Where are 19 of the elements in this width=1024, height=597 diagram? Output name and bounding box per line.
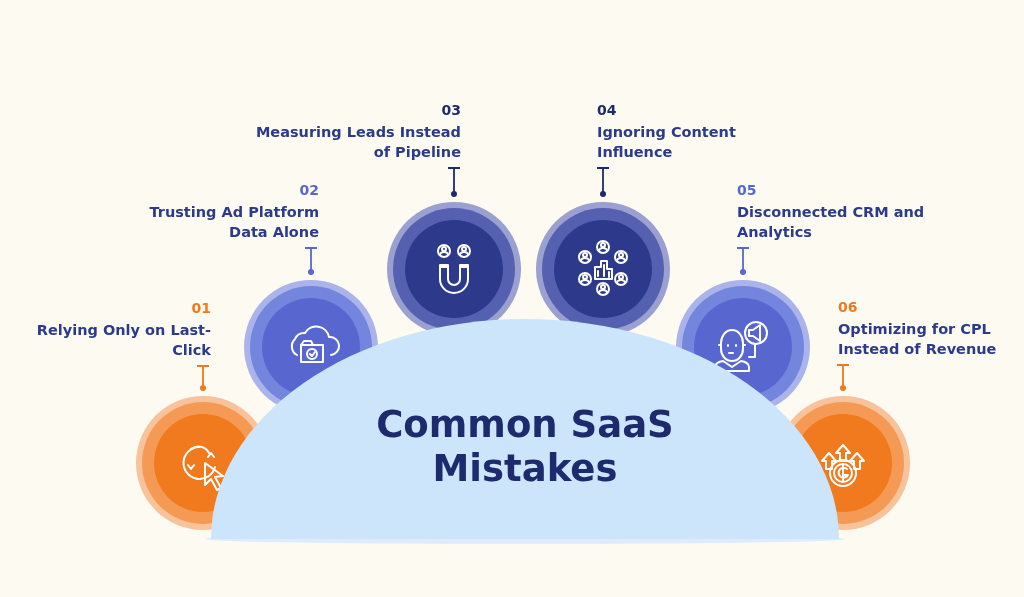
mistake-label: Ignoring Content Influence xyxy=(597,123,737,162)
step-number: 05 xyxy=(737,181,757,199)
step-number: 03 xyxy=(441,101,461,119)
mistake-label: Trusting Ad Platform Data Alone xyxy=(148,203,319,242)
mistake-label: Relying Only on Last-Click xyxy=(35,321,211,360)
step-number: 01 xyxy=(191,299,211,317)
mistake-label: Optimizing for CPL Instead of Revenue xyxy=(838,320,998,359)
leader-line xyxy=(196,365,210,391)
step-number: 02 xyxy=(299,181,319,199)
leader-line xyxy=(447,167,461,197)
leader-line xyxy=(304,247,318,275)
leader-line xyxy=(596,167,610,197)
mistake-label: Disconnected CRM and Analytics xyxy=(737,203,926,242)
step-number: 04 xyxy=(597,101,617,119)
heading: Common SaaS Mistakes xyxy=(375,403,675,491)
step-number: 06 xyxy=(838,298,858,316)
mistake-label: Measuring Leads Instead of Pipeline xyxy=(254,123,461,162)
leader-line xyxy=(736,247,750,275)
leader-line xyxy=(836,364,850,391)
